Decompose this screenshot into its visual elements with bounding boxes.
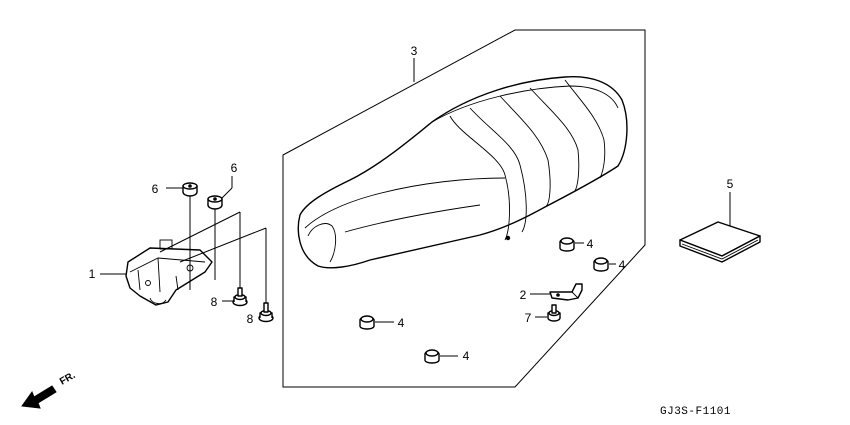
callout-4d: 4 bbox=[463, 349, 470, 363]
callout-3: 3 bbox=[411, 44, 418, 58]
seat-cushion-4a bbox=[559, 237, 575, 252]
direction-label: FR. bbox=[58, 370, 78, 388]
callout-5: 5 bbox=[727, 177, 734, 191]
seat-cushion-4b bbox=[593, 257, 609, 272]
front-direction-arrow-icon bbox=[21, 385, 57, 409]
callout-4b: 4 bbox=[619, 258, 626, 272]
callout-8a: 8 bbox=[211, 295, 218, 309]
seat-hinge-bracket bbox=[125, 239, 213, 306]
callout-7: 7 bbox=[525, 311, 532, 325]
seat-assembly-frame bbox=[282, 29, 646, 388]
callout-1: 1 bbox=[89, 267, 96, 281]
leader-6b bbox=[221, 187, 233, 199]
bolt-8a bbox=[232, 287, 248, 307]
drawing-code: GJ3S-F1101 bbox=[660, 406, 731, 418]
guide-line-b bbox=[179, 227, 267, 263]
seat-cushion-4d bbox=[424, 349, 440, 364]
seat-lock-stay bbox=[549, 283, 583, 301]
guide-line-a bbox=[159, 211, 241, 253]
seat-cushion-4c bbox=[359, 315, 375, 330]
flange-nut-6b bbox=[207, 195, 223, 210]
callout-8b: 8 bbox=[247, 312, 254, 326]
flange-nut-6a bbox=[182, 182, 198, 197]
callout-4a: 4 bbox=[587, 237, 594, 251]
callout-6a: 6 bbox=[152, 182, 159, 196]
screw-7 bbox=[547, 304, 561, 322]
bolt-8b bbox=[258, 302, 274, 323]
seat bbox=[297, 75, 628, 269]
callout-2: 2 bbox=[520, 288, 527, 302]
document-pouch bbox=[679, 221, 761, 263]
callout-6b: 6 bbox=[231, 161, 238, 175]
callout-4c: 4 bbox=[398, 316, 405, 330]
